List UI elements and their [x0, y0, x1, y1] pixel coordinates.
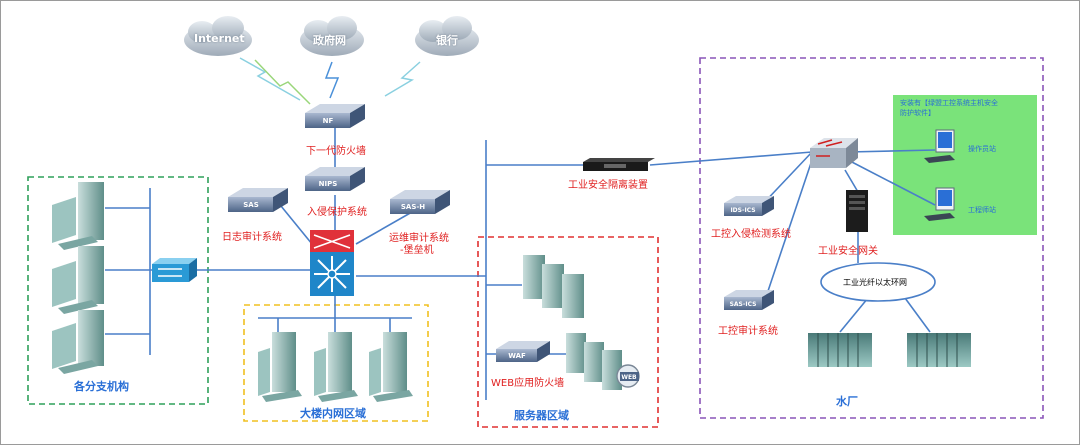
- branch-pc-1-icon: [52, 182, 104, 250]
- wan-links: [239, 57, 421, 105]
- nips-label: NIPS: [319, 180, 338, 188]
- isolation-caption: 工业安全隔离装置: [568, 180, 648, 191]
- isolation-appliance-icon: [583, 158, 655, 171]
- building-pc-3-icon: [369, 332, 413, 402]
- network-links: [105, 127, 936, 400]
- fiber-ring: [820, 262, 936, 302]
- sas-ics-icon: SAS-ICS: [724, 290, 774, 310]
- hmi-host-panel: [893, 95, 1037, 235]
- waf-icon: WAF: [496, 341, 550, 362]
- cloud-label-gov: 政府网: [313, 34, 346, 47]
- web-badge-label: WEB: [621, 374, 637, 381]
- sas-label: SAS: [243, 201, 259, 209]
- plc-rack-left-icon: [808, 333, 872, 367]
- nips-icon: NIPS: [305, 167, 365, 191]
- cloud-label-internet: Internet: [194, 32, 245, 45]
- operator-station-icon: [924, 129, 955, 163]
- branch-zone-border: [27, 176, 209, 405]
- ring-label: 工业光纤以太环网: [843, 278, 907, 287]
- engineer-station-label: 工程师站: [968, 206, 996, 214]
- operator-station-label: 操作员站: [968, 145, 996, 153]
- zone-label-server: 服务器区域: [514, 409, 569, 422]
- gateway-caption: 工业安全网关: [818, 246, 878, 257]
- plc-rack-right-icon: [907, 333, 971, 367]
- sas-h-label: SAS-H: [401, 203, 425, 211]
- waf-caption: WEB应用防火墙: [491, 378, 565, 389]
- cloud-label-bank: 银行: [436, 34, 458, 47]
- sas-h-caption-line2: -堡垒机: [400, 245, 434, 256]
- zone-label-building: 大楼内网区域: [300, 407, 366, 420]
- internet-cloud: [184, 16, 252, 56]
- waf-label: WAF: [508, 352, 526, 360]
- plant-switch-icon: [810, 138, 858, 168]
- engineer-station-icon: [924, 187, 955, 221]
- core-switch-icon: [310, 230, 354, 296]
- building-pc-1-icon: [258, 332, 302, 402]
- sas-ics-caption: 工控审计系统: [718, 326, 778, 337]
- nf-caption: 下一代防火墙: [306, 146, 366, 157]
- plant-zone-border: [699, 57, 1044, 419]
- server-cluster-icon: [523, 255, 584, 318]
- branch-pc-3-icon: [52, 310, 104, 374]
- branch-pc-2-icon: [52, 246, 104, 314]
- hmi-panel-title-line1: 安装有【绿盟工控系统主机安全: [900, 99, 998, 107]
- sas-ics-label: SAS-ICS: [730, 301, 757, 308]
- nf-label: NF: [323, 117, 334, 125]
- ids-ics-label: IDS-ICS: [730, 207, 755, 214]
- ids-ics-caption: 工控入侵检测系统: [711, 229, 791, 240]
- sas-h-icon: SAS-H: [390, 190, 450, 214]
- ids-ics-icon: IDS-ICS: [724, 196, 774, 216]
- hmi-panel-title-line2: 防护软件】: [900, 109, 935, 117]
- nips-caption: 入侵保护系统: [307, 207, 367, 218]
- industrial-gateway-icon: [846, 190, 868, 232]
- gov-network-cloud: [300, 16, 364, 56]
- building-zone-border: [243, 304, 429, 422]
- server-zone-border: [477, 236, 659, 428]
- bank-cloud: [415, 16, 479, 56]
- branch-switch-icon: [152, 258, 197, 282]
- building-pc-2-icon: [314, 332, 358, 402]
- sas-h-caption-line1: 运维审计系统: [389, 233, 449, 244]
- zone-label-plant: 水厂: [836, 395, 858, 408]
- nf-firewall-icon: NF: [305, 104, 365, 128]
- web-server-cluster-icon: WEB: [566, 333, 640, 390]
- zone-label-branch: 各分支机构: [74, 380, 129, 393]
- sas-icon: SAS: [228, 188, 288, 212]
- sas-caption: 日志审计系统: [222, 232, 282, 243]
